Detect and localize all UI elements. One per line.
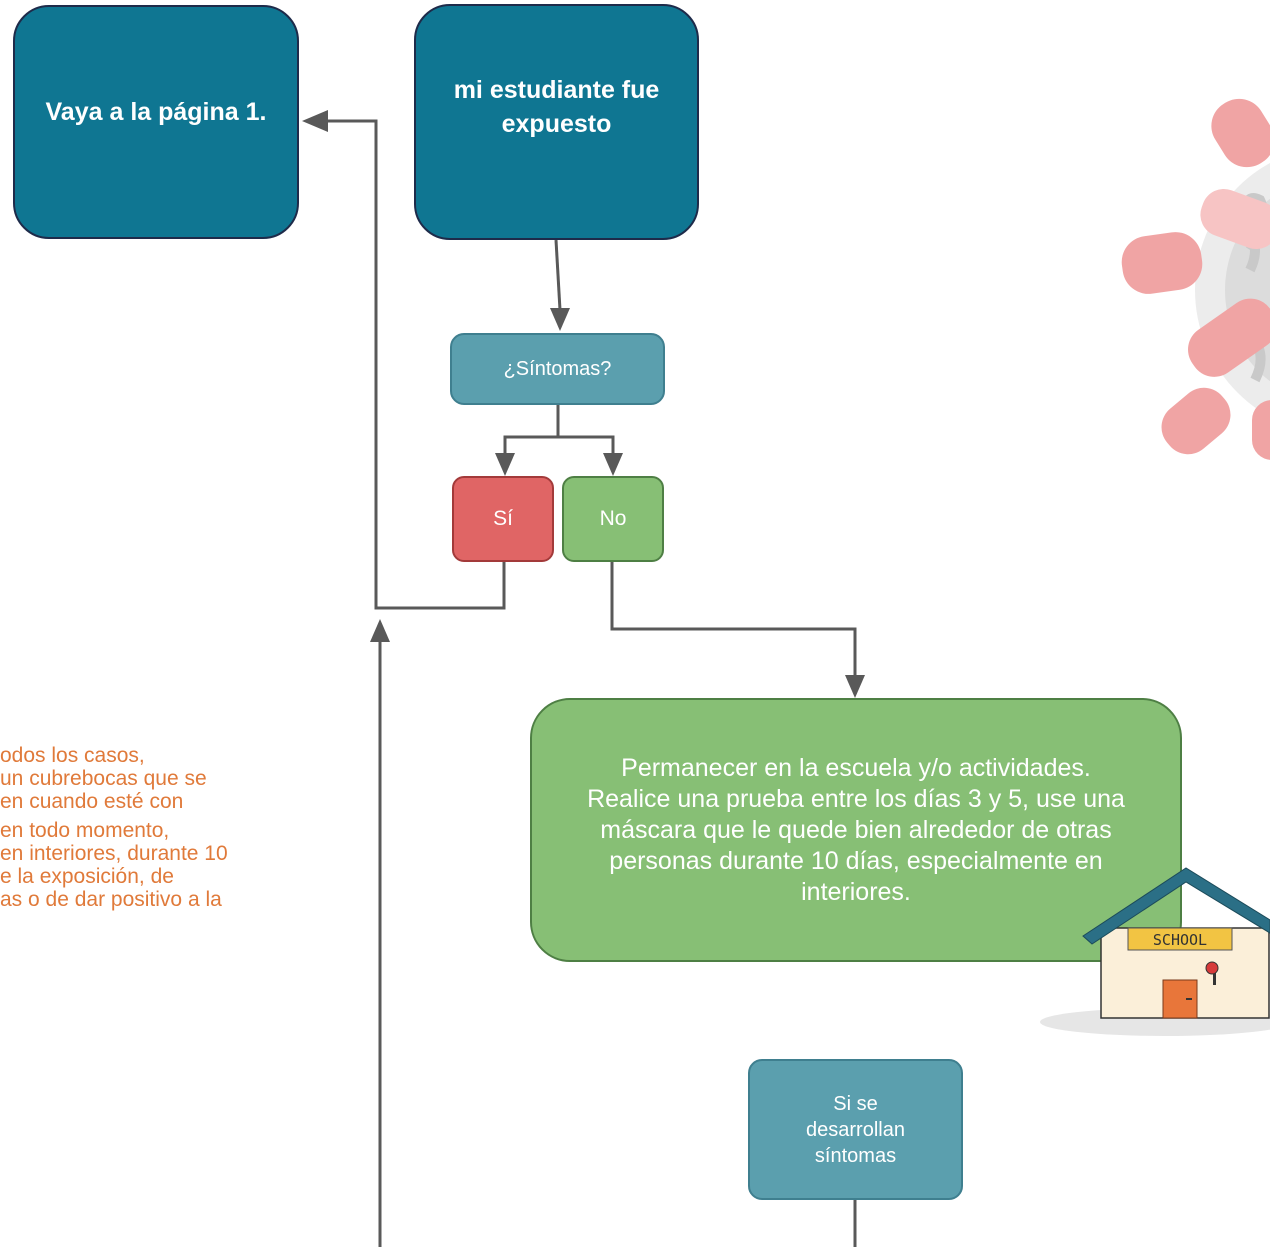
if-symptoms-develop-node: Si se desarrollan síntomas xyxy=(748,1059,963,1200)
note-line: en interiores, durante 10 xyxy=(0,842,228,865)
student-exposed-label: mi estudiante fue expuesto xyxy=(453,76,660,138)
if-symptoms-develop-label: Si se desarrollan síntomas xyxy=(806,1092,905,1167)
note-line: odos los casos, xyxy=(0,744,145,767)
note-text-block: odos los casos, un cubrebocas que se en … xyxy=(0,744,380,911)
yes-branch-node: Sí xyxy=(452,476,554,562)
note-line: e la exposición, de xyxy=(0,865,174,888)
symptoms-question-label: ¿Síntomas? xyxy=(503,358,612,380)
school-sign-text: SCHOOL xyxy=(1153,931,1207,949)
note-line: en cuando esté con xyxy=(0,790,184,813)
no-branch-node: No xyxy=(562,476,664,562)
symptoms-question-node: ¿Síntomas? xyxy=(450,333,665,405)
note-line: as o de dar positivo a la xyxy=(0,888,222,911)
student-exposed-node: mi estudiante fue expuesto xyxy=(414,4,699,240)
note-line: un cubrebocas que se xyxy=(0,767,207,790)
no-branch-label: No xyxy=(599,507,627,530)
yes-branch-label: Sí xyxy=(493,507,513,530)
stay-in-school-node: Permanecer en la escuela y/o actividades… xyxy=(530,698,1182,962)
go-to-page-1-node: Vaya a la página 1. xyxy=(13,5,299,239)
stay-in-school-label: Permanecer en la escuela y/o actividades… xyxy=(587,753,1125,906)
go-to-page-1-label: Vaya a la página 1. xyxy=(45,98,267,126)
note-line: en todo momento, xyxy=(0,819,170,842)
